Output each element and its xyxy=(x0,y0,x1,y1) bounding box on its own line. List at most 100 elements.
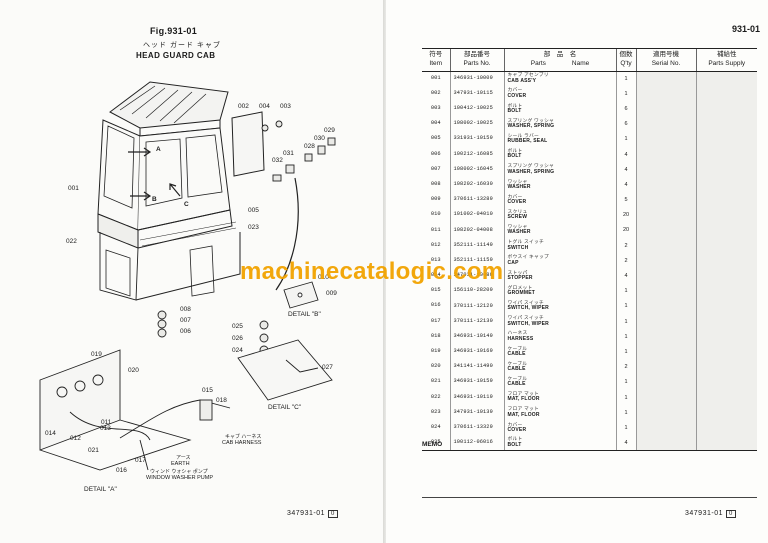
cell-parts-no: 101002-04010 xyxy=(449,207,504,223)
cell-item: 023 xyxy=(430,408,441,415)
cell-supply xyxy=(695,420,757,436)
cell-serial xyxy=(635,222,696,239)
cell-qty: 1 xyxy=(615,71,636,87)
cell-supply xyxy=(695,435,757,452)
svg-text:002: 002 xyxy=(238,103,249,110)
cell-name-jp: ケーブル xyxy=(507,376,528,382)
cell-serial xyxy=(635,131,696,147)
cell-item: 020 xyxy=(430,363,441,370)
svg-text:003: 003 xyxy=(280,103,291,110)
cell-qty: 1 xyxy=(615,389,636,406)
svg-text:012: 012 xyxy=(70,435,81,442)
cell-item: 017 xyxy=(430,317,441,324)
cell-supply xyxy=(695,146,757,163)
cell-qty: 6 xyxy=(615,116,636,132)
cell-item: 021 xyxy=(430,378,441,385)
cell-supply xyxy=(695,101,757,117)
cell-parts-no: 370111-12130 xyxy=(449,314,504,330)
svg-text:022: 022 xyxy=(66,238,77,245)
cell-serial xyxy=(635,283,696,299)
cell-parts-no: 156110-28209 xyxy=(449,283,504,299)
cell-parts-no: 347931-10089 xyxy=(449,268,504,284)
svg-text:001: 001 xyxy=(68,185,79,192)
cell-qty: 4 xyxy=(615,177,636,193)
figure-number: Fig.931-01 xyxy=(150,26,198,36)
svg-text:005: 005 xyxy=(248,207,259,214)
cell-supply xyxy=(695,389,757,406)
cell-name-en: COVER xyxy=(507,426,527,433)
cell-parts-no: 100112-06016 xyxy=(449,435,504,452)
cell-qty: 2 xyxy=(615,238,636,254)
figure-title-en: HEAD GUARD CAB xyxy=(136,51,216,60)
cell-qty: 2 xyxy=(615,253,636,269)
cell-item: 022 xyxy=(430,393,441,400)
right-page-ref-box: 0 xyxy=(725,510,736,518)
cell-name-en: HARNESS xyxy=(507,335,534,342)
cell-item: 004 xyxy=(430,120,441,127)
cell-parts-no: 352111-11159 xyxy=(449,253,504,269)
cell-qty: 4 xyxy=(615,268,636,284)
svg-text:023: 023 xyxy=(248,224,259,231)
cell-item: 025 xyxy=(422,435,450,452)
cell-name-en: CAP xyxy=(507,259,519,266)
svg-text:025: 025 xyxy=(232,323,243,330)
cell-name-jp: ボルト xyxy=(507,437,523,443)
cell-serial xyxy=(635,71,696,87)
cell-supply xyxy=(695,268,757,284)
cell-name-jp: キャブ アセンブリ xyxy=(507,73,549,79)
cell-name-en: COVER xyxy=(507,92,527,99)
cell-serial xyxy=(635,162,696,178)
cell-serial xyxy=(635,344,696,360)
cell-supply xyxy=(695,222,757,239)
cell-item: 001 xyxy=(430,74,441,81)
cell-serial xyxy=(635,314,696,330)
cell-parts-no: 100412-10025 xyxy=(449,101,504,117)
cell-name-en: CAB ASS'Y xyxy=(507,77,537,84)
cell-supply xyxy=(695,86,757,102)
cell-name-en: SWITCH, WIPER xyxy=(507,305,549,312)
cell-item: 005 xyxy=(430,135,441,142)
cell-parts-no: 108002-10025 xyxy=(449,116,504,132)
cell-name-en: STOPPER xyxy=(507,274,533,281)
svg-text:016: 016 xyxy=(116,467,127,474)
cell-name-jp: カバー xyxy=(507,88,523,94)
cell-name-jp: ボウスイ キャップ xyxy=(507,255,550,261)
cell-supply xyxy=(695,71,757,87)
cell-name-en: WASHER xyxy=(507,229,531,236)
cell-name-en: WASHER, SPRING xyxy=(507,123,555,130)
cell-name-en: BOLT xyxy=(507,153,522,160)
cell-name-jp: カバー xyxy=(507,422,523,428)
cell-parts-no: 346931-10159 xyxy=(449,374,504,390)
cell-supply xyxy=(695,298,757,315)
detail-a-label: DETAIL "A" xyxy=(84,486,117,493)
cell-supply xyxy=(695,314,757,330)
svg-text:010: 010 xyxy=(318,274,329,281)
cell-supply xyxy=(695,192,757,208)
cell-qty: 5 xyxy=(615,192,636,208)
sheet-number: 931-01 xyxy=(732,24,761,34)
cell-item: 014 xyxy=(430,272,441,279)
cell-serial xyxy=(635,298,696,315)
svg-text:008: 008 xyxy=(180,306,191,313)
cell-name-jp: スプリング ワッシャ xyxy=(507,118,555,124)
cell-name-en: COVER xyxy=(507,199,527,205)
cell-name-en: CABLE xyxy=(507,350,526,357)
